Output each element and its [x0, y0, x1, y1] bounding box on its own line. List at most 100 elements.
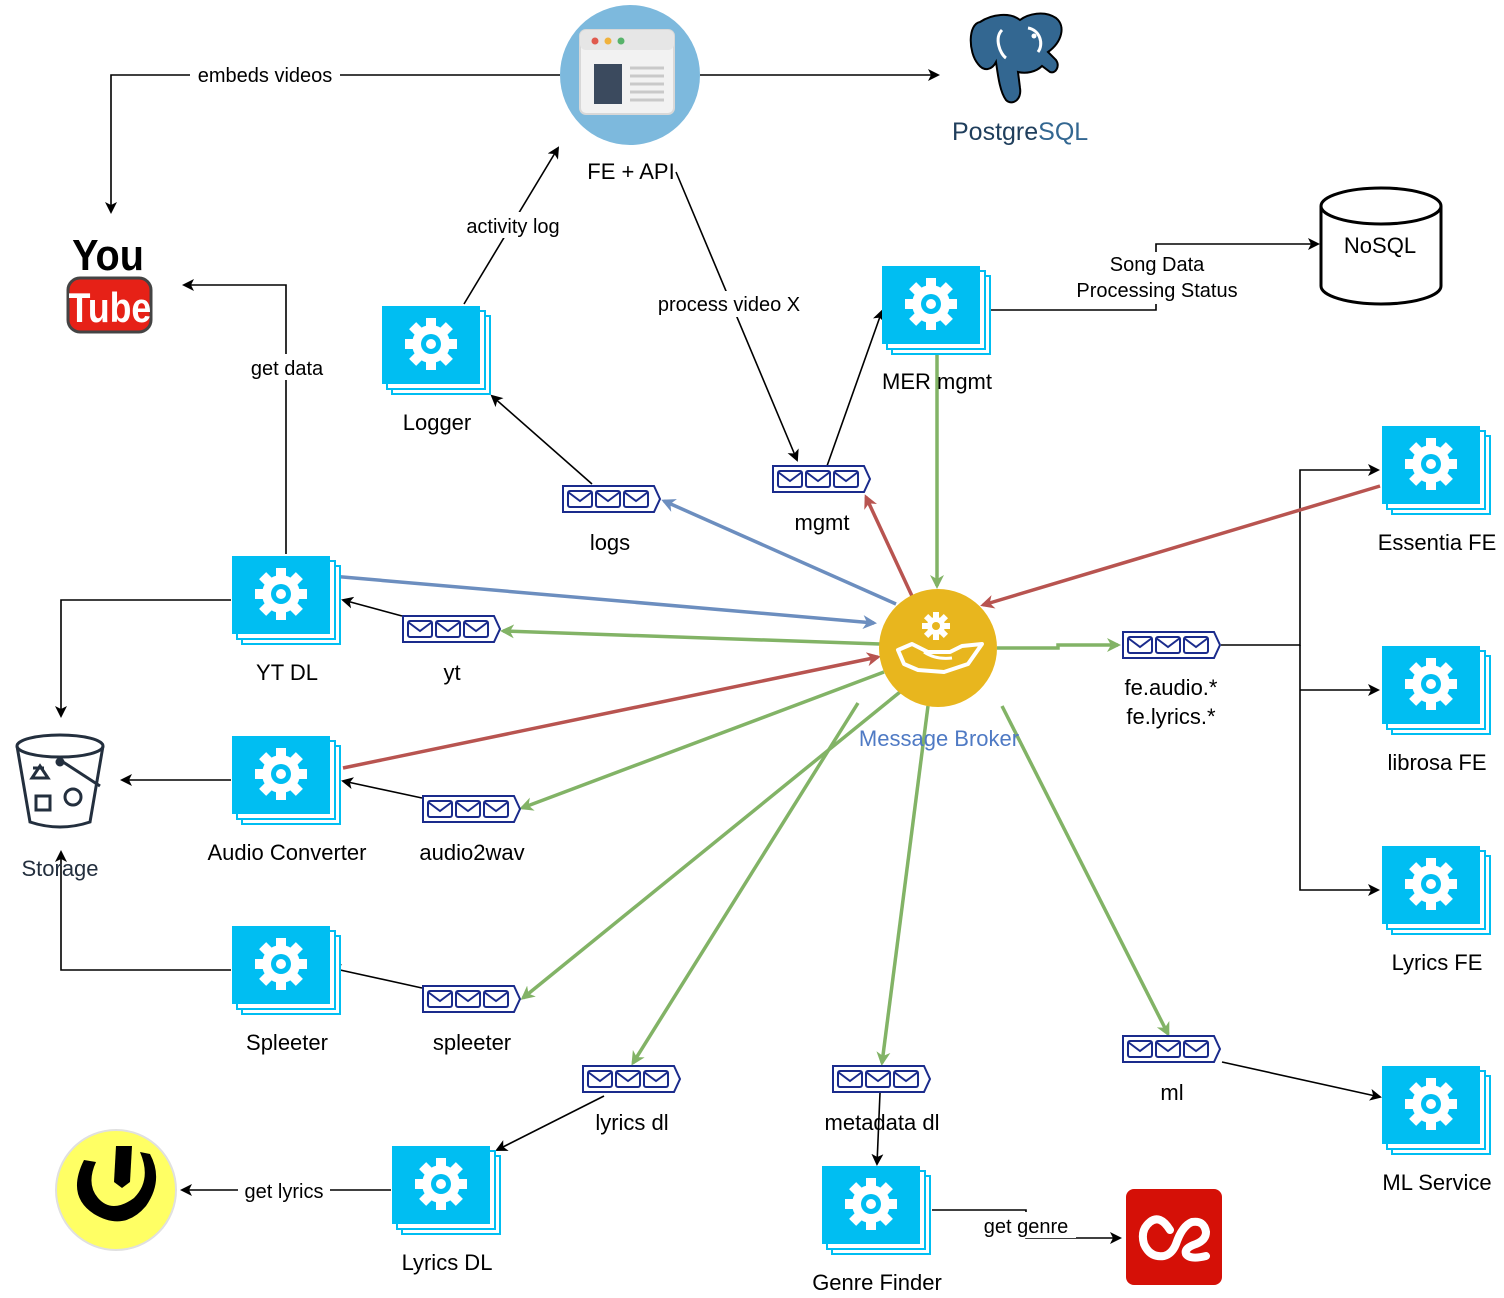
queue-metadata-dl[interactable]: metadata dl [825, 1065, 940, 1135]
edge-broker-ml [1000, 705, 1170, 1037]
service-label: librosa FE [1387, 750, 1486, 775]
lastfm-node[interactable] [1126, 1189, 1222, 1285]
envelope-queue-icon [1122, 631, 1221, 659]
queue-label: yt [443, 660, 460, 685]
elephant-icon [969, 12, 1063, 104]
broker-edges [330, 352, 1381, 1066]
message-broker-label: Message Broker [859, 726, 1019, 751]
envelope-queue-icon [402, 615, 501, 643]
edge-broker-audio2wav [519, 670, 885, 811]
edge-fe-queue-lyricsfe [1299, 645, 1380, 896]
edge-broker-mgmt [864, 494, 914, 597]
service-label: Essentia FE [1378, 530, 1497, 555]
edge-metaq-genre [871, 1092, 884, 1166]
queue-yt[interactable]: yt [402, 615, 501, 685]
postgresql-node[interactable]: PostgreSQL [952, 12, 1088, 146]
queue-logs[interactable]: logs [562, 485, 661, 555]
label-activity-log: activity log [466, 216, 559, 238]
envelope-queue-icon [582, 1065, 681, 1093]
edge-ytdl-youtube [182, 279, 287, 554]
service-yt-dl[interactable]: YT DL [231, 555, 341, 685]
service-lyrics-fe[interactable]: Lyrics FE [1381, 845, 1491, 975]
gear-icon [381, 305, 491, 395]
label-process-video: process video X [658, 294, 800, 316]
lastfm-icon [1138, 1215, 1211, 1262]
edge-fe-youtube [105, 74, 560, 214]
service-spleeter[interactable]: Spleeter [231, 925, 341, 1055]
queue-ml[interactable]: ml [1122, 1035, 1221, 1105]
service-label: Spleeter [246, 1030, 328, 1055]
edge-broker-lyricsdl [631, 702, 860, 1066]
gear-icon [1381, 425, 1491, 515]
edge-broker-logs [661, 499, 897, 606]
edge-ytdl-broker [330, 574, 877, 630]
label-song-data: Song Data [1110, 254, 1205, 276]
envelope-queue-icon [772, 465, 871, 493]
label-embeds-videos: embeds videos [198, 65, 333, 87]
edge-mgmt-queue-mer [826, 309, 885, 467]
service-label: Lyrics DL [402, 1250, 493, 1275]
edge-yt-queue-ytdl [341, 596, 403, 617]
edge-labels: embeds videos activity log process video… [190, 64, 1250, 1238]
queue-spleeter[interactable]: spleeter [422, 985, 521, 1055]
youtube-logo-top: You [72, 230, 144, 279]
service-label: Audio Converter [208, 840, 367, 865]
envelope-queue-icon [832, 1065, 931, 1093]
label-get-data: get data [251, 358, 324, 380]
queue-label: logs [590, 530, 630, 555]
queue-label: ml [1160, 1080, 1183, 1105]
service-logger[interactable]: Logger [381, 305, 491, 435]
edge-logs-logger [490, 394, 593, 485]
message-broker-node[interactable]: Message Broker [859, 589, 1019, 751]
queue-label-audio: fe.audio.* [1125, 675, 1218, 700]
postgresql-label-a: Postgre [952, 118, 1038, 146]
queue-lyrics-dl[interactable]: lyrics dl [582, 1065, 681, 1135]
service-essentia-fe[interactable]: Essentia FE [1378, 425, 1497, 555]
edge-fe-queue-split [1221, 464, 1380, 646]
edge-spleeterq-spleeter [329, 964, 423, 989]
service-ml-service[interactable]: ML Service [1381, 1065, 1492, 1195]
service-genre-finder[interactable]: Genre Finder [812, 1165, 942, 1295]
queue-label: lyrics dl [595, 1110, 668, 1135]
label-get-genre: get genre [984, 1216, 1069, 1238]
label-processing-status: Processing Status [1076, 280, 1237, 302]
envelope-queue-icon [422, 795, 521, 823]
edge-broker-fe [997, 638, 1121, 652]
postgresql-label-b: SQL [1038, 118, 1088, 146]
envelope-queue-icon [422, 985, 521, 1013]
storage-node[interactable]: Storage [15, 733, 105, 881]
edge-audio2wav-audioconv [341, 777, 423, 799]
gear-icon [231, 555, 341, 645]
gear-icon [1381, 845, 1491, 935]
genius-node[interactable] [55, 1129, 177, 1251]
queue-fe[interactable]: fe.audio.* fe.lyrics.* [1122, 631, 1221, 729]
service-mer-mgmt[interactable]: MER mgmt [881, 265, 992, 394]
service-librosa-fe[interactable]: librosa FE [1381, 645, 1491, 775]
gear-icon [821, 1165, 931, 1255]
queue-label-lyrics: fe.lyrics.* [1126, 704, 1216, 729]
edge-spleeter-storage [55, 850, 231, 971]
youtube-node[interactable]: You Tube [66, 230, 153, 334]
service-label: Lyrics FE [1392, 950, 1483, 975]
gear-icon [1381, 645, 1491, 735]
queue-mgmt[interactable]: mgmt [772, 465, 871, 535]
gear-icon [231, 735, 341, 825]
fe-api-node[interactable]: FE + API [560, 5, 700, 184]
edge-broker-yt [500, 624, 881, 646]
service-lyrics-dl[interactable]: Lyrics DL [391, 1145, 501, 1275]
queue-label: metadata dl [825, 1110, 940, 1135]
queue-audio2wav[interactable]: audio2wav [419, 795, 525, 865]
edge-broker-metadata [876, 705, 930, 1066]
edge-broker-spleeter [520, 690, 902, 1000]
service-label: YT DL [256, 660, 318, 685]
envelope-queue-icon [1122, 1035, 1221, 1063]
envelope-queue-icon [562, 485, 661, 513]
service-audio-converter[interactable]: Audio Converter [208, 735, 367, 865]
service-label: ML Service [1382, 1170, 1491, 1195]
nosql-node[interactable]: NoSQL [1319, 186, 1443, 306]
nosql-label: NoSQL [1344, 233, 1416, 258]
genius-icon [76, 1146, 157, 1222]
gear-icon [881, 265, 991, 355]
youtube-logo-bottom: Tube [69, 285, 152, 331]
